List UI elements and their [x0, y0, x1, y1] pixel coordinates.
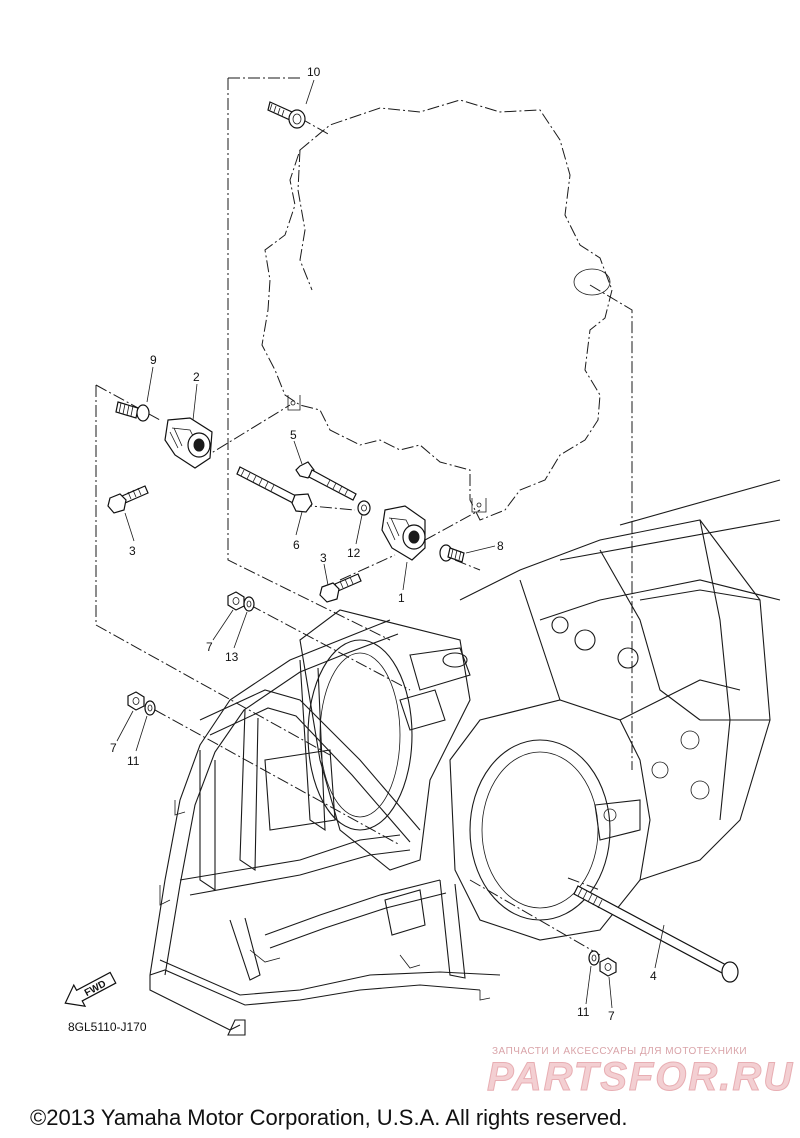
part-4-through-bolt	[573, 885, 739, 983]
part-3-bolt-lower	[319, 573, 362, 603]
part-5-long-bolt	[295, 461, 357, 501]
callout-13: 13	[225, 650, 239, 664]
part-12-washer	[357, 500, 371, 516]
callout-7-middle: 7	[110, 741, 117, 755]
forward-direction-arrow: FWD	[64, 971, 117, 1008]
part-11-washer-middle	[144, 700, 156, 716]
part-7-nut-middle	[127, 691, 145, 711]
callout-10: 10	[307, 65, 321, 79]
watermark-logo: PARTSFOR.RU	[487, 1055, 794, 1099]
callout-11-lower: 11	[577, 1005, 590, 1019]
copyright-notice: ©2013 Yamaha Motor Corporation, U.S.A. A…	[30, 1105, 627, 1130]
callout-3-lower: 3	[320, 551, 327, 565]
callout-12: 12	[347, 546, 361, 560]
part-3-bolt-upper	[107, 485, 149, 514]
part-7-nut-lower	[599, 957, 617, 977]
part-2-bracket	[164, 417, 213, 469]
callout-7-lower: 7	[608, 1009, 615, 1023]
callout-3-upper: 3	[129, 544, 136, 558]
part-11-washer-lower	[588, 950, 600, 966]
watermark: ЗАПЧАСТИ И АКСЕССУАРЫ ДЛЯ МОТОТЕХНИКИ PA…	[487, 1046, 794, 1100]
part-10-bolt	[267, 101, 306, 129]
callout-leaders	[116, 79, 665, 1009]
fwd-label: FWD	[83, 979, 108, 999]
part-7-nut-upper	[227, 591, 245, 611]
callout-4: 4	[650, 969, 657, 983]
callout-9: 9	[150, 353, 157, 367]
callout-7-upper: 7	[206, 640, 213, 654]
part-8-bolt	[439, 544, 465, 563]
callout-11-middle: 11	[127, 754, 140, 768]
alignment-lines	[95, 77, 633, 956]
callout-8: 8	[497, 539, 504, 553]
part-13-washer	[243, 596, 255, 612]
callout-5: 5	[290, 428, 297, 442]
callout-2: 2	[193, 370, 200, 384]
watermark-tagline: ЗАПЧАСТИ И АКСЕССУАРЫ ДЛЯ МОТОТЕХНИКИ	[492, 1046, 747, 1057]
callout-labels: 10 9 2 3 6 5 12 8 1 3 7 13 7 11 4 11 7	[110, 65, 657, 1023]
callout-1: 1	[398, 591, 405, 605]
part-9-bolt	[115, 401, 150, 422]
diagram-code: 8GL5110-J170	[68, 1020, 147, 1034]
engine-outline	[261, 99, 613, 521]
part-6-long-bolt	[236, 466, 313, 513]
part-1-bracket	[381, 505, 426, 561]
callout-6: 6	[293, 538, 300, 552]
